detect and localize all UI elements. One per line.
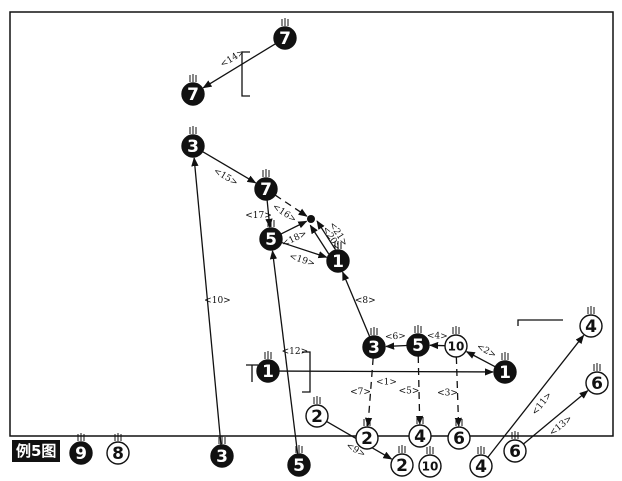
player-o6b: 6 (585, 363, 609, 395)
move-arrow-17 (265, 199, 273, 228)
move-arrow-19 (281, 241, 328, 259)
move-label-3: <3> (437, 388, 458, 398)
court-boundary (9, 11, 614, 437)
move-arrow-14 (202, 43, 276, 89)
player-number: 1 (262, 362, 274, 382)
move-label-4: <4> (427, 331, 448, 342)
player-o8: 8 (106, 433, 130, 465)
move-arrow-18 (280, 220, 308, 235)
player-d1a: 1 (326, 241, 350, 273)
player-number: 1 (499, 363, 511, 383)
player-o9: 9 (69, 433, 93, 465)
player-o2b: 2 (355, 418, 379, 450)
player-number: 3 (216, 447, 228, 467)
player-d3b: 3 (362, 327, 386, 359)
move-label-15: <15> (211, 166, 239, 188)
player-o10: 10 (418, 446, 442, 478)
player-d7b: 7 (181, 74, 205, 106)
player-number: 3 (368, 338, 380, 358)
player-number: 7 (260, 180, 272, 200)
player-d3a: 3 (181, 126, 205, 158)
move-label-10: <10> (204, 296, 231, 306)
player-number: 10 (448, 340, 465, 354)
move-arrow-21 (316, 220, 336, 250)
player-d1c: 1 (493, 352, 517, 384)
move-arrow-15 (202, 151, 257, 184)
player-number: 6 (591, 374, 603, 394)
move-arrow-11 (487, 334, 585, 458)
move-arrow-20 (309, 224, 330, 255)
player-o3: 3 (210, 436, 234, 468)
player-d10a: 10 (444, 326, 468, 358)
player-number: 4 (585, 317, 597, 337)
player-d7c: 7 (254, 169, 278, 201)
move-arrow-1 (278, 368, 494, 376)
move-label-layer: <1><2><3><4><5><6><7><8><9><10><11><12><… (204, 48, 574, 460)
player-o4c: 4 (469, 446, 493, 478)
player-number: 3 (187, 137, 199, 157)
player-number: 5 (265, 230, 277, 250)
player-o4a: 4 (579, 306, 603, 338)
player-o2a: 2 (305, 396, 329, 428)
player-d5a: 5 (259, 219, 283, 251)
player-o6c: 6 (503, 431, 527, 463)
player-number: 6 (453, 429, 465, 449)
player-d5b: 5 (406, 325, 430, 357)
move-label-12: <12> (282, 347, 309, 357)
move-layer (191, 43, 589, 460)
markings (241, 51, 563, 393)
player-number: 9 (75, 444, 87, 464)
move-arrow-8 (342, 271, 371, 338)
player-d7a: 7 (273, 18, 297, 50)
player-number: 8 (112, 444, 124, 464)
player-number: 7 (279, 29, 291, 49)
move-label-8: <8> (355, 296, 376, 306)
player-number: 7 (187, 85, 199, 105)
player-o4b: 4 (408, 416, 432, 448)
move-arrow-12 (269, 250, 299, 455)
move-label-5: <5> (399, 387, 420, 397)
move-label-19: <19> (288, 252, 316, 270)
player-number: 1 (332, 252, 344, 272)
player-number: 2 (311, 407, 323, 427)
move-label-17: <17> (245, 211, 272, 221)
move-label-11: <11> (530, 390, 554, 417)
player-number: 4 (414, 427, 426, 447)
move-arrow-13 (523, 390, 589, 445)
player-o6a: 6 (447, 418, 471, 450)
move-arrow-16 (274, 194, 308, 217)
figure-caption: 例5图 (12, 440, 61, 462)
player-o5: 5 (287, 445, 311, 477)
move-label-1: <1> (376, 377, 397, 387)
player-number: 4 (475, 457, 487, 477)
player-number: 2 (361, 429, 373, 449)
ball-icon (307, 215, 315, 223)
move-label-7: <7> (350, 388, 371, 398)
player-number: 5 (412, 336, 424, 356)
player-number: 5 (293, 456, 305, 476)
move-label-13: <13> (548, 414, 575, 439)
player-number: 10 (422, 460, 439, 474)
player-number: 2 (396, 456, 408, 476)
move-arrow-2 (465, 351, 496, 368)
move-label-6: <6> (385, 332, 406, 343)
player-o2c: 2 (390, 445, 414, 477)
move-arrow-6 (385, 342, 408, 350)
player-number: 6 (509, 442, 521, 462)
player-d1b: 1 (256, 351, 280, 383)
move-arrow-10 (191, 157, 222, 446)
